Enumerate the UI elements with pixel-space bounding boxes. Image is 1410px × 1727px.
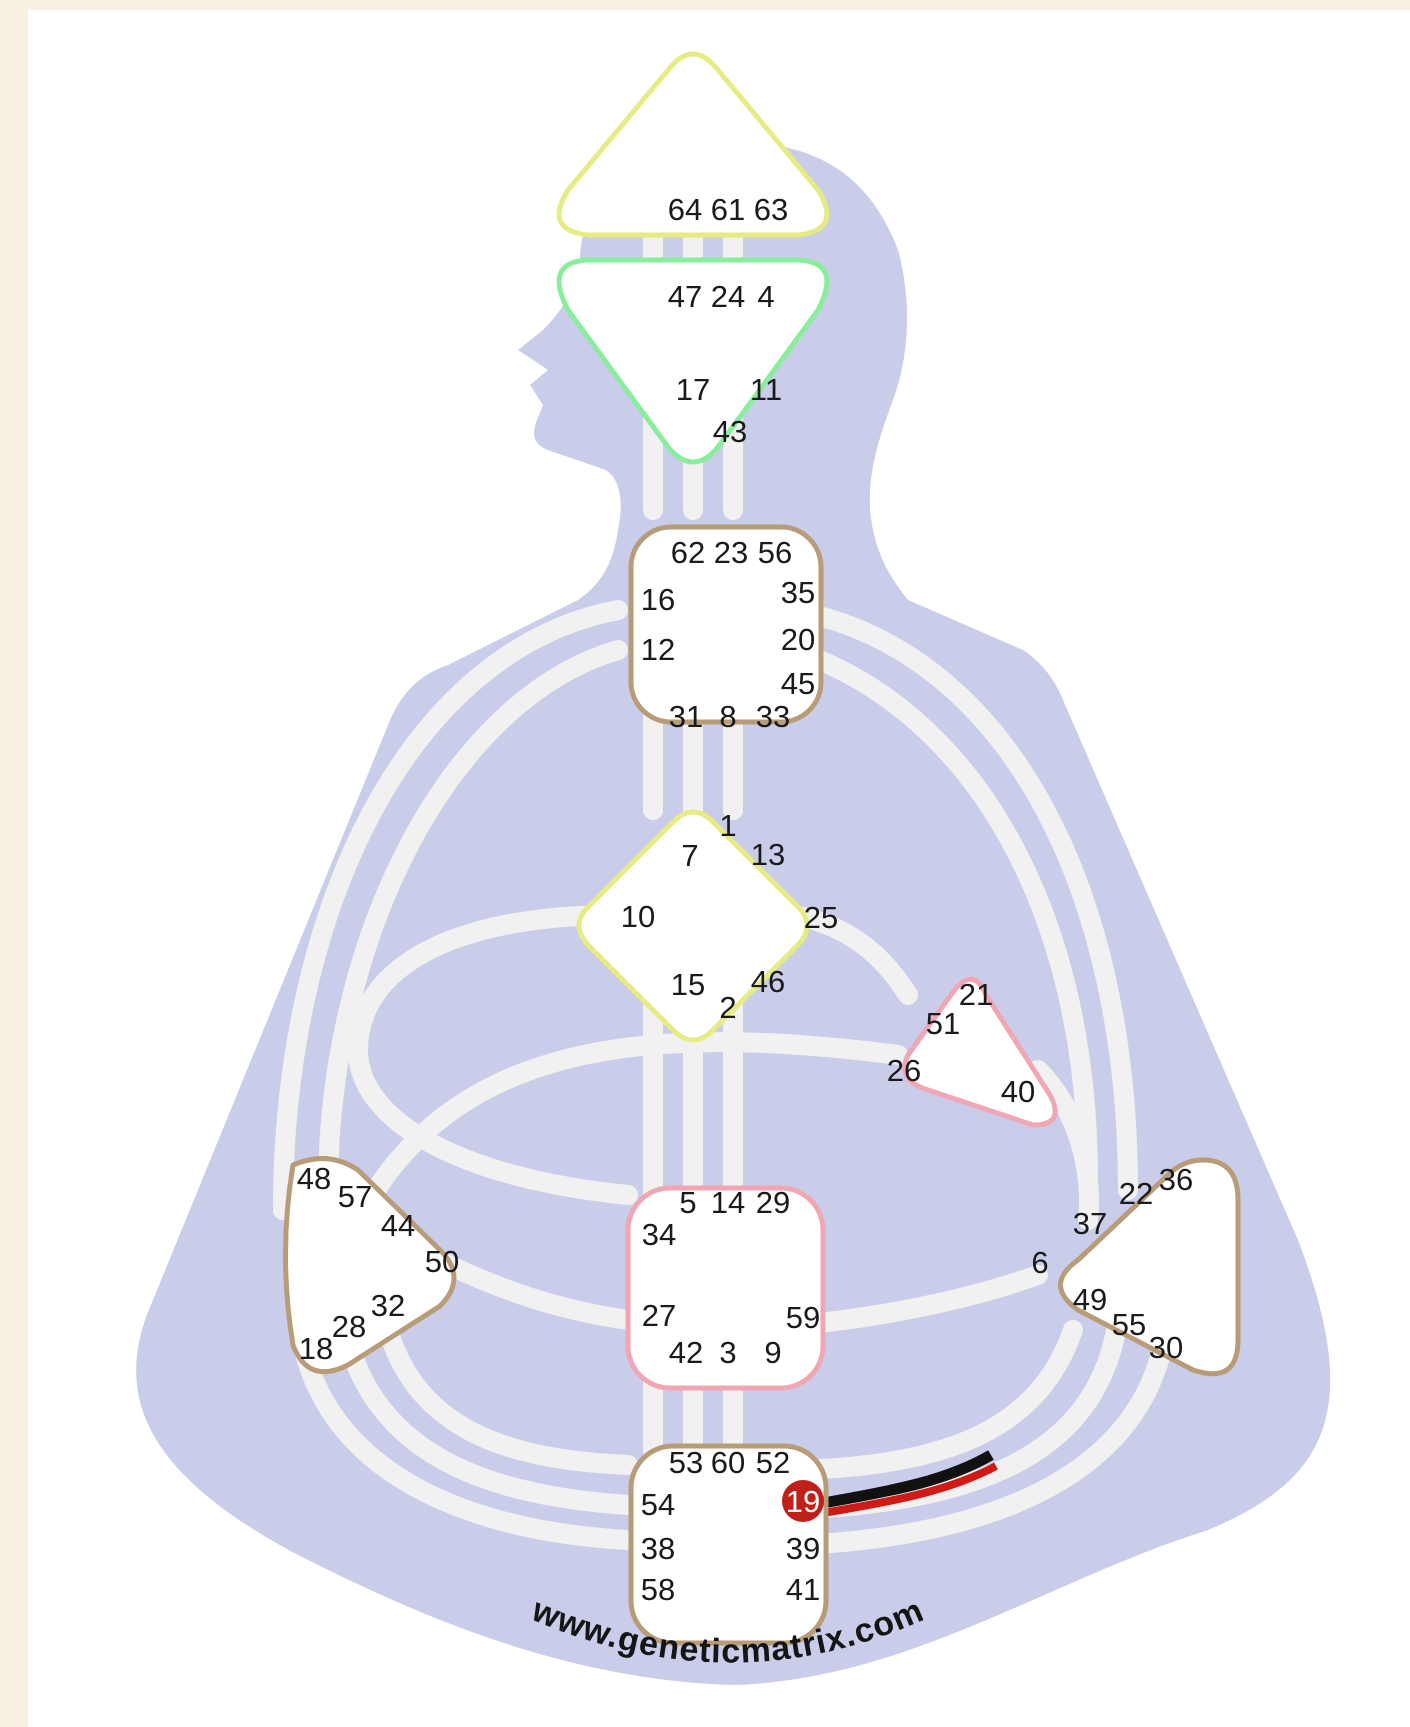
gate-3: 3 (719, 1335, 736, 1370)
gate-16: 16 (641, 582, 675, 617)
center-g (576, 809, 810, 1043)
channel-spleen-sacral-cross (348, 1032, 908, 1230)
active-channel-design-line (822, 1462, 998, 1517)
gate-17: 17 (676, 372, 710, 407)
gate-8: 8 (719, 699, 736, 734)
gate-14: 14 (711, 1185, 745, 1220)
gate-32: 32 (371, 1288, 405, 1323)
gate-52: 52 (756, 1445, 790, 1480)
gate-27: 27 (642, 1298, 676, 1333)
gate-35: 35 (781, 575, 815, 610)
gate-59: 59 (786, 1300, 820, 1335)
gate-18: 18 (299, 1331, 333, 1366)
center-root (628, 1443, 829, 1646)
gate-47: 47 (668, 279, 702, 314)
active-channel-personality-line (822, 1450, 994, 1509)
gate-11: 11 (750, 372, 782, 407)
gate-12: 12 (641, 632, 675, 667)
gate-41: 41 (786, 1572, 820, 1607)
channel-throat-solar-outer (783, 600, 1138, 1200)
gate-29: 29 (756, 1185, 790, 1220)
gate-2: 2 (719, 990, 736, 1025)
gate-39: 39 (786, 1531, 820, 1566)
gate-62: 62 (671, 535, 705, 570)
gate-19: 19 (786, 1484, 820, 1519)
gate-42: 42 (669, 1335, 703, 1370)
center-solar-plexus (1058, 1157, 1241, 1377)
gate-22: 22 (1119, 1176, 1153, 1211)
gate-26: 26 (887, 1053, 921, 1088)
gate-36: 36 (1159, 1162, 1193, 1197)
gate-5: 5 (679, 1185, 696, 1220)
gate-55: 55 (1112, 1307, 1146, 1342)
gate-15: 15 (671, 967, 705, 1002)
gate-1: 1 (719, 808, 736, 843)
active-channel-layer (822, 1450, 998, 1517)
gate-4: 4 (757, 279, 774, 314)
channel-solar-root-3 (788, 1320, 1083, 1480)
channel-solar-sacral-low (788, 1265, 1048, 1335)
gate-43: 43 (713, 414, 747, 449)
gate-38: 38 (641, 1531, 675, 1566)
center-sacral (625, 1185, 826, 1391)
gate-6: 6 (1031, 1245, 1048, 1280)
centers-layer (283, 51, 1241, 1646)
gate-61: 61 (711, 192, 745, 227)
gate-10: 10 (621, 899, 655, 934)
gate-51: 51 (926, 1006, 960, 1041)
gate-9: 9 (764, 1335, 781, 1370)
gate-57: 57 (338, 1179, 372, 1214)
channel-throat-spleen-inner (318, 640, 628, 1200)
gate-23: 23 (714, 535, 748, 570)
gate-30: 30 (1149, 1330, 1183, 1365)
gate-60: 60 (711, 1445, 745, 1480)
gate-56: 56 (758, 535, 792, 570)
gate-20: 20 (781, 622, 815, 657)
channel-spleen-root-3 (378, 1320, 638, 1475)
center-ajna (556, 257, 830, 465)
gate-28: 28 (332, 1309, 366, 1344)
gate-45: 45 (781, 666, 815, 701)
gate-37: 37 (1073, 1206, 1107, 1241)
center-throat (628, 524, 824, 725)
channel-spleen-root-2 (333, 1310, 638, 1515)
gate-49: 49 (1073, 1282, 1107, 1317)
gate-7: 7 (681, 838, 698, 873)
gate-50: 50 (425, 1244, 459, 1279)
gate-53: 53 (669, 1445, 703, 1480)
gate-48: 48 (297, 1161, 331, 1196)
center-heart (902, 976, 1058, 1128)
channel-throat-solar-inner (783, 640, 1098, 1190)
gate-44: 44 (381, 1208, 415, 1243)
channel-g-sacral-loop (347, 905, 638, 1205)
gate-19-active-marker (782, 1480, 824, 1522)
center-head (556, 51, 830, 238)
gate-54: 54 (641, 1487, 675, 1522)
gate-21: 21 (959, 977, 993, 1012)
gate-25: 25 (804, 900, 838, 935)
center-spleen (283, 1156, 457, 1375)
gate-33: 33 (756, 699, 790, 734)
gate-40: 40 (1001, 1074, 1035, 1109)
gate-31: 31 (669, 699, 703, 734)
gate-34: 34 (642, 1217, 676, 1252)
gate-13: 13 (751, 837, 785, 872)
gate-58: 58 (641, 1572, 675, 1607)
gate-24: 24 (711, 279, 745, 314)
channel-g-heart (783, 905, 918, 1005)
gate-46: 46 (751, 964, 785, 999)
channel-throat-spleen-outer (273, 600, 628, 1220)
channel-heart-solar (1028, 1060, 1099, 1230)
gate-63: 63 (754, 192, 788, 227)
channel-solar-root-1 (788, 1300, 1178, 1555)
gate-64: 64 (668, 192, 702, 227)
